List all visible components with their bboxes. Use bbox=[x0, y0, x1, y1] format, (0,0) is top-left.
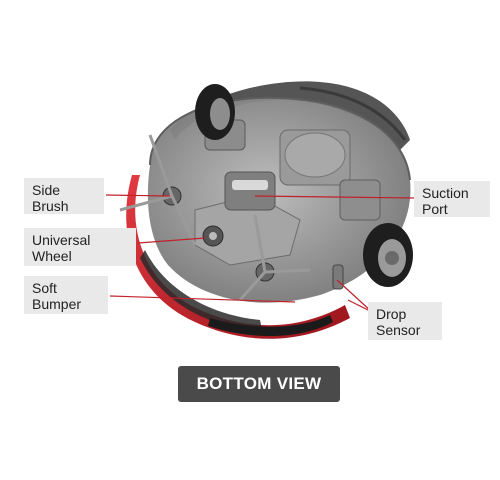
soft-bumper bbox=[126, 175, 350, 339]
leader-soft-bumper bbox=[109, 295, 296, 303]
label-drop-sensor: Drop Sensor bbox=[368, 302, 442, 340]
universal-wheel bbox=[202, 225, 224, 247]
left-drive-wheel bbox=[195, 84, 235, 140]
side-brush-top bbox=[119, 134, 197, 246]
right-drive-wheel bbox=[363, 223, 413, 287]
leader-lines bbox=[105, 194, 416, 313]
diagram-title: BOTTOM VIEW bbox=[178, 366, 340, 402]
label-universal-wheel: Universal Wheel bbox=[24, 228, 136, 266]
internal-components bbox=[194, 119, 381, 266]
leader-drop-sensor-a bbox=[336, 279, 373, 313]
drop-sensors bbox=[332, 264, 344, 290]
label-suction-port: Suction Port bbox=[414, 181, 490, 217]
label-side-brush: Side Brush bbox=[24, 178, 104, 214]
leader-universal-wheel bbox=[137, 237, 206, 244]
label-soft-bumper: Soft Bumper bbox=[24, 276, 108, 314]
leader-side-brush bbox=[105, 194, 171, 197]
leader-suction-port bbox=[254, 195, 416, 199]
side-brush-bottom bbox=[238, 214, 311, 301]
